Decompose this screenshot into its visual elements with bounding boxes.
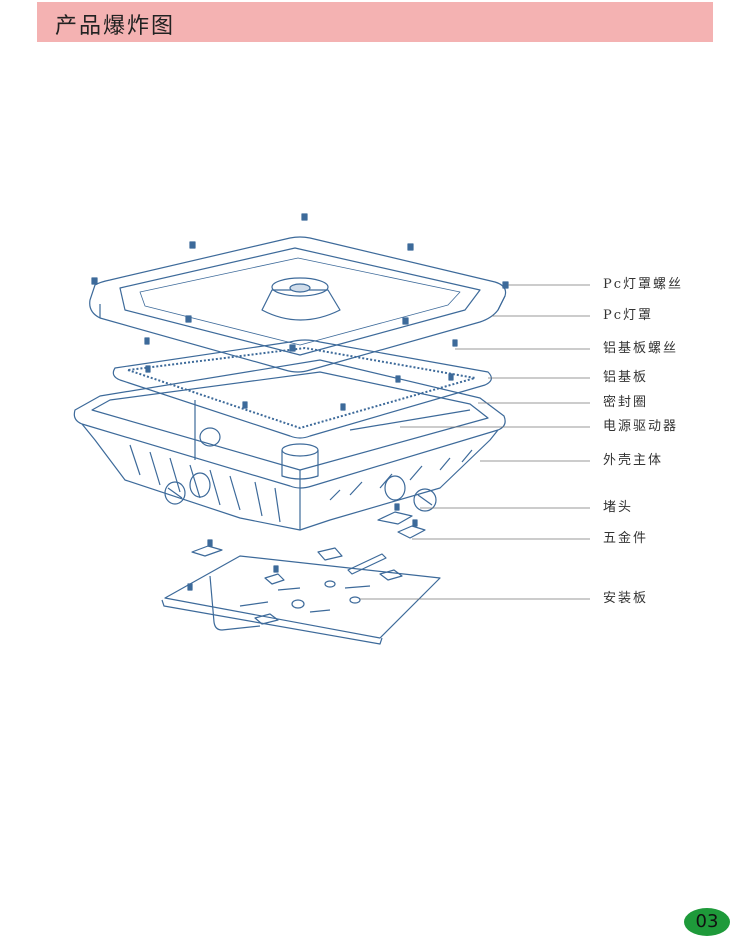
- cable-glands: [164, 472, 437, 512]
- label-power-driver: 电源驱动器: [603, 419, 679, 434]
- mounting-plate: [161, 547, 441, 645]
- hardware-brackets: [191, 503, 426, 557]
- pc-cover: [89, 236, 507, 373]
- section-title: 产品爆炸图: [55, 14, 176, 39]
- leader-lines: [360, 284, 590, 600]
- label-plate-screws: 铝基板螺丝: [603, 341, 679, 356]
- cover-screws: [91, 213, 509, 352]
- label-plug: 堵头: [603, 500, 634, 515]
- aluminium-plate: [112, 339, 492, 439]
- label-pc-cover: Pc灯罩: [603, 308, 654, 323]
- label-mounting-plate: 安装板: [603, 591, 649, 606]
- label-housing: 外壳主体: [603, 453, 664, 468]
- label-pc-cover-screws: Pc灯罩螺丝: [603, 277, 684, 292]
- section-header: 产品爆炸图: [37, 2, 713, 42]
- label-hardware: 五金件: [603, 531, 649, 546]
- page-number: 03: [684, 908, 730, 936]
- label-seal-ring: 密封圈: [603, 395, 649, 410]
- housing: [73, 359, 506, 531]
- label-aluminium-plate: 铝基板: [603, 370, 649, 385]
